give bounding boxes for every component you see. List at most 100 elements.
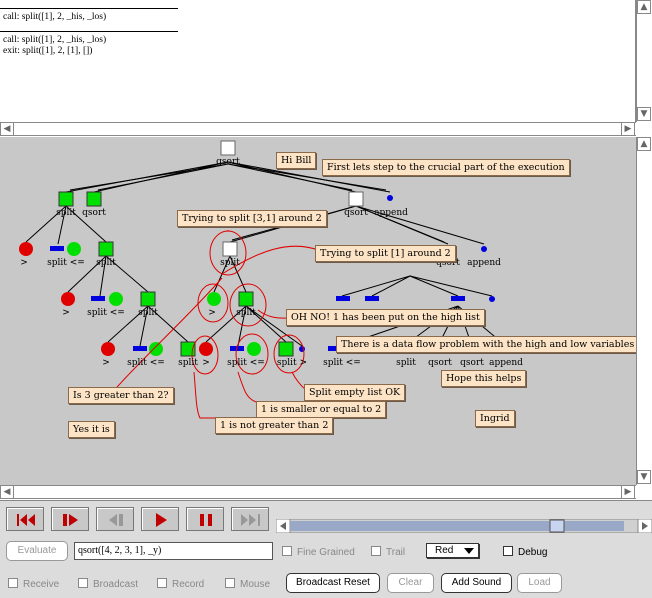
tree-node-label: > xyxy=(20,258,28,268)
execution-tree-graphic xyxy=(19,140,507,419)
note-data-flow[interactable]: There is a data flow problem with the hi… xyxy=(336,336,636,353)
scroll-left-icon[interactable]: ◀ xyxy=(0,485,14,499)
tree-node-label: split xyxy=(236,308,256,318)
trace-line: call: split([1], 2, _his, _los) xyxy=(3,35,107,45)
execution-tree-canvas[interactable]: qsort split qsort qsort append > split <… xyxy=(0,137,636,485)
checkbox-icon xyxy=(371,546,381,556)
trace-line: exit: split([1], 2, [1], []) xyxy=(3,46,93,56)
record-checkbox[interactable]: Record xyxy=(157,578,204,590)
trail-checkbox[interactable]: Trail xyxy=(371,546,405,558)
receive-label: Receive xyxy=(23,579,60,590)
note-ingrid[interactable]: Ingrid xyxy=(475,410,515,427)
canvas-horizontal-scrollbar[interactable]: ◀ ▶ xyxy=(0,485,636,499)
checkbox-icon xyxy=(8,578,18,588)
note-first-step[interactable]: First lets step to the crucial part of t… xyxy=(322,159,570,176)
color-select-value: Red xyxy=(435,545,454,556)
trace-divider xyxy=(0,8,178,9)
scroll-down-icon[interactable]: ▼ xyxy=(637,470,651,484)
note-split-3-1[interactable]: Trying to split [3,1] around 2 xyxy=(177,210,327,227)
checkbox-icon xyxy=(225,578,235,588)
tree-node-label: append xyxy=(467,258,501,268)
note-yes[interactable]: Yes it is xyxy=(68,421,115,438)
tree-node-label: split xyxy=(396,358,416,368)
debug-checkbox[interactable]: Debug xyxy=(503,546,547,558)
tree-node-label: qsort xyxy=(428,358,452,368)
note-oh-no[interactable]: OH NO! 1 has been put on the high list xyxy=(286,309,485,326)
fine-grained-label: Fine Grained xyxy=(297,547,355,558)
evaluate-button[interactable]: Evaluate xyxy=(6,541,68,561)
tree-node-label: qsort xyxy=(436,258,460,268)
scroll-left-icon[interactable]: ◀ xyxy=(0,122,14,136)
canvas-vertical-scrollbar[interactable]: ▲ ▼ xyxy=(636,137,652,485)
tree-node-label: split xyxy=(138,308,158,318)
tree-node-label: split <= xyxy=(323,358,361,368)
rewind-icon xyxy=(17,514,35,526)
fine-grained-checkbox[interactable]: Fine Grained xyxy=(282,546,355,558)
checkbox-icon xyxy=(503,546,513,556)
tree-node-label: split <= xyxy=(127,358,165,368)
tree-node-label: split <= xyxy=(47,258,85,268)
play-button[interactable] xyxy=(141,507,179,531)
tree-node-label: split <= xyxy=(227,358,265,368)
checkbox-icon xyxy=(282,546,292,556)
pause-icon xyxy=(200,514,212,526)
tree-node-label: split xyxy=(220,258,240,268)
dropdown-arrow-icon xyxy=(464,548,474,554)
step-forward-button[interactable] xyxy=(51,507,89,531)
note-hope[interactable]: Hope this helps xyxy=(441,370,527,387)
fast-forward-button[interactable] xyxy=(231,507,269,531)
clear-button[interactable]: Clear xyxy=(387,573,434,593)
rewind-button[interactable] xyxy=(6,507,44,531)
color-select[interactable]: Red xyxy=(426,543,479,558)
timeline-slider[interactable] xyxy=(275,518,652,534)
tree-node-label: > xyxy=(208,308,216,318)
timeline-slider-graphic xyxy=(275,518,652,534)
note-hi-bill[interactable]: Hi Bill xyxy=(276,152,317,169)
step-forward-icon xyxy=(63,514,78,526)
note-smaller[interactable]: 1 is smaller or equal to 2 xyxy=(256,401,387,418)
tree-node-label: split xyxy=(96,258,116,268)
broadcast-label: Broadcast xyxy=(93,579,139,590)
tree-node-label: > xyxy=(62,308,70,318)
trace-divider xyxy=(0,31,178,32)
load-button[interactable]: Load xyxy=(517,573,562,593)
note-split-1[interactable]: Trying to split [1] around 2 xyxy=(315,245,456,262)
trail-label: Trail xyxy=(386,547,406,558)
tree-node-label: append xyxy=(489,358,523,368)
checkbox-icon xyxy=(78,578,88,588)
mouse-label: Mouse xyxy=(240,579,271,590)
note-empty-ok[interactable]: Split empty list OK xyxy=(304,384,406,401)
play-icon xyxy=(156,513,167,527)
scroll-up-icon[interactable]: ▲ xyxy=(637,0,651,14)
tree-node-label: > xyxy=(202,358,210,368)
broadcast-checkbox[interactable]: Broadcast xyxy=(78,578,138,590)
tree-node-label: > xyxy=(102,358,110,368)
tree-node-label: append xyxy=(374,208,408,218)
query-input[interactable]: qsort([4, 2, 3, 1], _y) xyxy=(74,542,273,560)
tree-node-label: split xyxy=(56,208,76,218)
tree-node-label: qsort xyxy=(344,208,368,218)
add-sound-button[interactable]: Add Sound xyxy=(441,573,512,593)
trace-line: call: split([1], 2, _his, _los) xyxy=(3,12,107,22)
note-greater[interactable]: Is 3 greater than 2? xyxy=(68,387,174,404)
scroll-down-icon[interactable]: ▼ xyxy=(637,107,651,121)
trace-vertical-scrollbar[interactable]: ▲ ▼ xyxy=(636,0,652,122)
step-back-button[interactable] xyxy=(96,507,134,531)
broadcast-reset-button[interactable]: Broadcast Reset xyxy=(286,573,380,593)
tree-node-label: split <= xyxy=(87,308,125,318)
note-not-greater[interactable]: 1 is not greater than 2 xyxy=(215,417,334,434)
scroll-right-icon[interactable]: ▶ xyxy=(621,122,635,136)
step-back-icon xyxy=(109,514,123,526)
mouse-checkbox[interactable]: Mouse xyxy=(225,578,270,590)
control-panel: Evaluate qsort([4, 2, 3, 1], _y) Fine Gr… xyxy=(0,500,652,598)
tree-node-label: split xyxy=(178,358,198,368)
receive-checkbox[interactable]: Receive xyxy=(8,578,59,590)
tree-node-label: split > xyxy=(276,358,308,368)
pause-button[interactable] xyxy=(186,507,224,531)
trace-horizontal-scrollbar[interactable]: ◀ ▶ xyxy=(0,122,636,136)
scroll-right-icon[interactable]: ▶ xyxy=(621,485,635,499)
record-label: Record xyxy=(172,579,205,590)
checkbox-icon xyxy=(157,578,167,588)
debug-label: Debug xyxy=(518,547,548,558)
scroll-up-icon[interactable]: ▲ xyxy=(637,137,651,151)
